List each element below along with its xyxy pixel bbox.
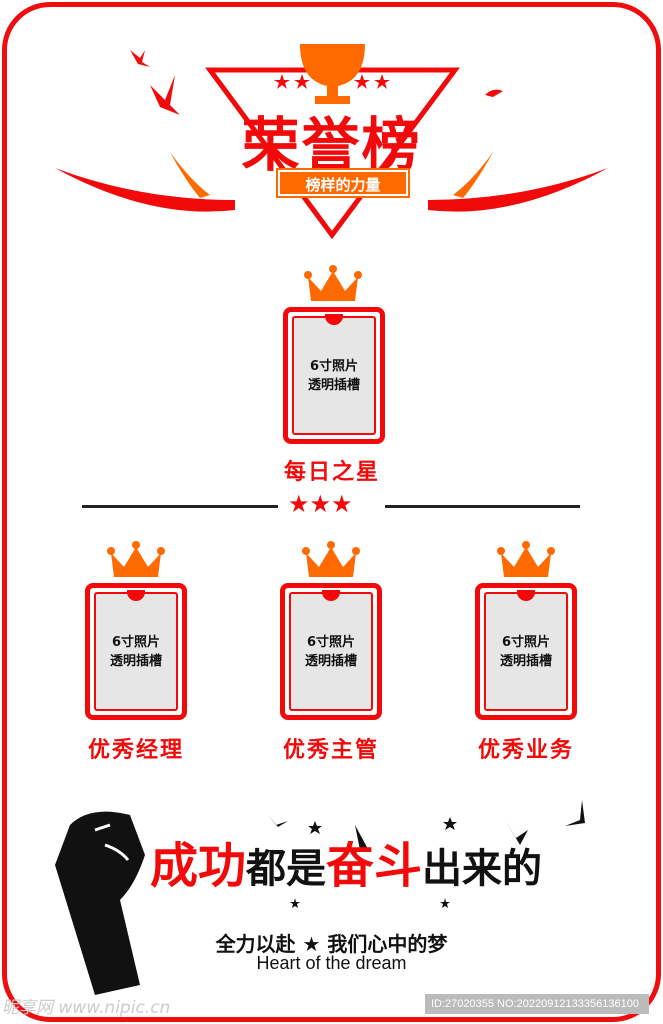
slogan-subline: 全力以赴 ★ 我们心中的梦	[215, 932, 448, 956]
slogan: 成功都是奋斗出来的	[150, 838, 542, 897]
crown-icon	[302, 541, 360, 577]
slogan-part: 都是	[246, 846, 327, 892]
award-label: 优秀主管	[282, 738, 379, 763]
featured-label: 每日之星	[283, 460, 380, 485]
slot-text: 透明插槽	[304, 653, 357, 669]
birds-and-stars	[268, 800, 585, 908]
bird-icon	[130, 50, 503, 115]
divider-line	[385, 505, 580, 508]
photo-slot-sales: 6寸照片透明插槽	[475, 583, 577, 720]
slot-text: 6寸照片	[501, 634, 551, 650]
slot-text: 6寸照片	[306, 634, 356, 650]
watermark-id: ID:27020355 NO:20220912133356136100	[425, 994, 649, 1014]
crown-icon	[497, 541, 555, 577]
fist-icon	[55, 811, 145, 995]
slot-text: 6寸照片	[111, 634, 161, 650]
photo-slot-manager: 6寸照片透明插槽	[85, 583, 187, 720]
photo-slot-supervisor: 6寸照片透明插槽	[280, 583, 382, 720]
slot-text: 6寸照片	[309, 358, 359, 374]
photo-slot-featured: 6寸照片透明插槽	[283, 307, 385, 444]
slot-text: 透明插槽	[499, 653, 552, 669]
divider-line	[82, 505, 278, 508]
crown-icon	[304, 265, 362, 301]
award-label: 优秀经理	[87, 738, 184, 763]
watermark-site: 昵享网 www.nipic.cn	[2, 998, 171, 1018]
slogan-part: 奋斗	[326, 838, 423, 894]
slot-text: 透明插槽	[109, 653, 162, 669]
slogan-english: Heart of the dream	[256, 953, 407, 973]
award-label: 优秀业务	[477, 738, 574, 763]
page-title: 荣誉榜	[241, 111, 422, 179]
crown-icon	[107, 541, 165, 577]
star-icon	[290, 817, 457, 908]
divider-stars: ★★★	[288, 490, 353, 518]
slogan-part: 出来的	[422, 846, 543, 892]
header-decoration	[55, 44, 608, 240]
star-icon	[274, 74, 390, 89]
slogan-part: 成功	[150, 838, 247, 894]
subtitle-ribbon: 榜样的力量	[276, 168, 410, 198]
trophy-icon	[300, 44, 365, 104]
slot-text: 透明插槽	[307, 377, 360, 393]
